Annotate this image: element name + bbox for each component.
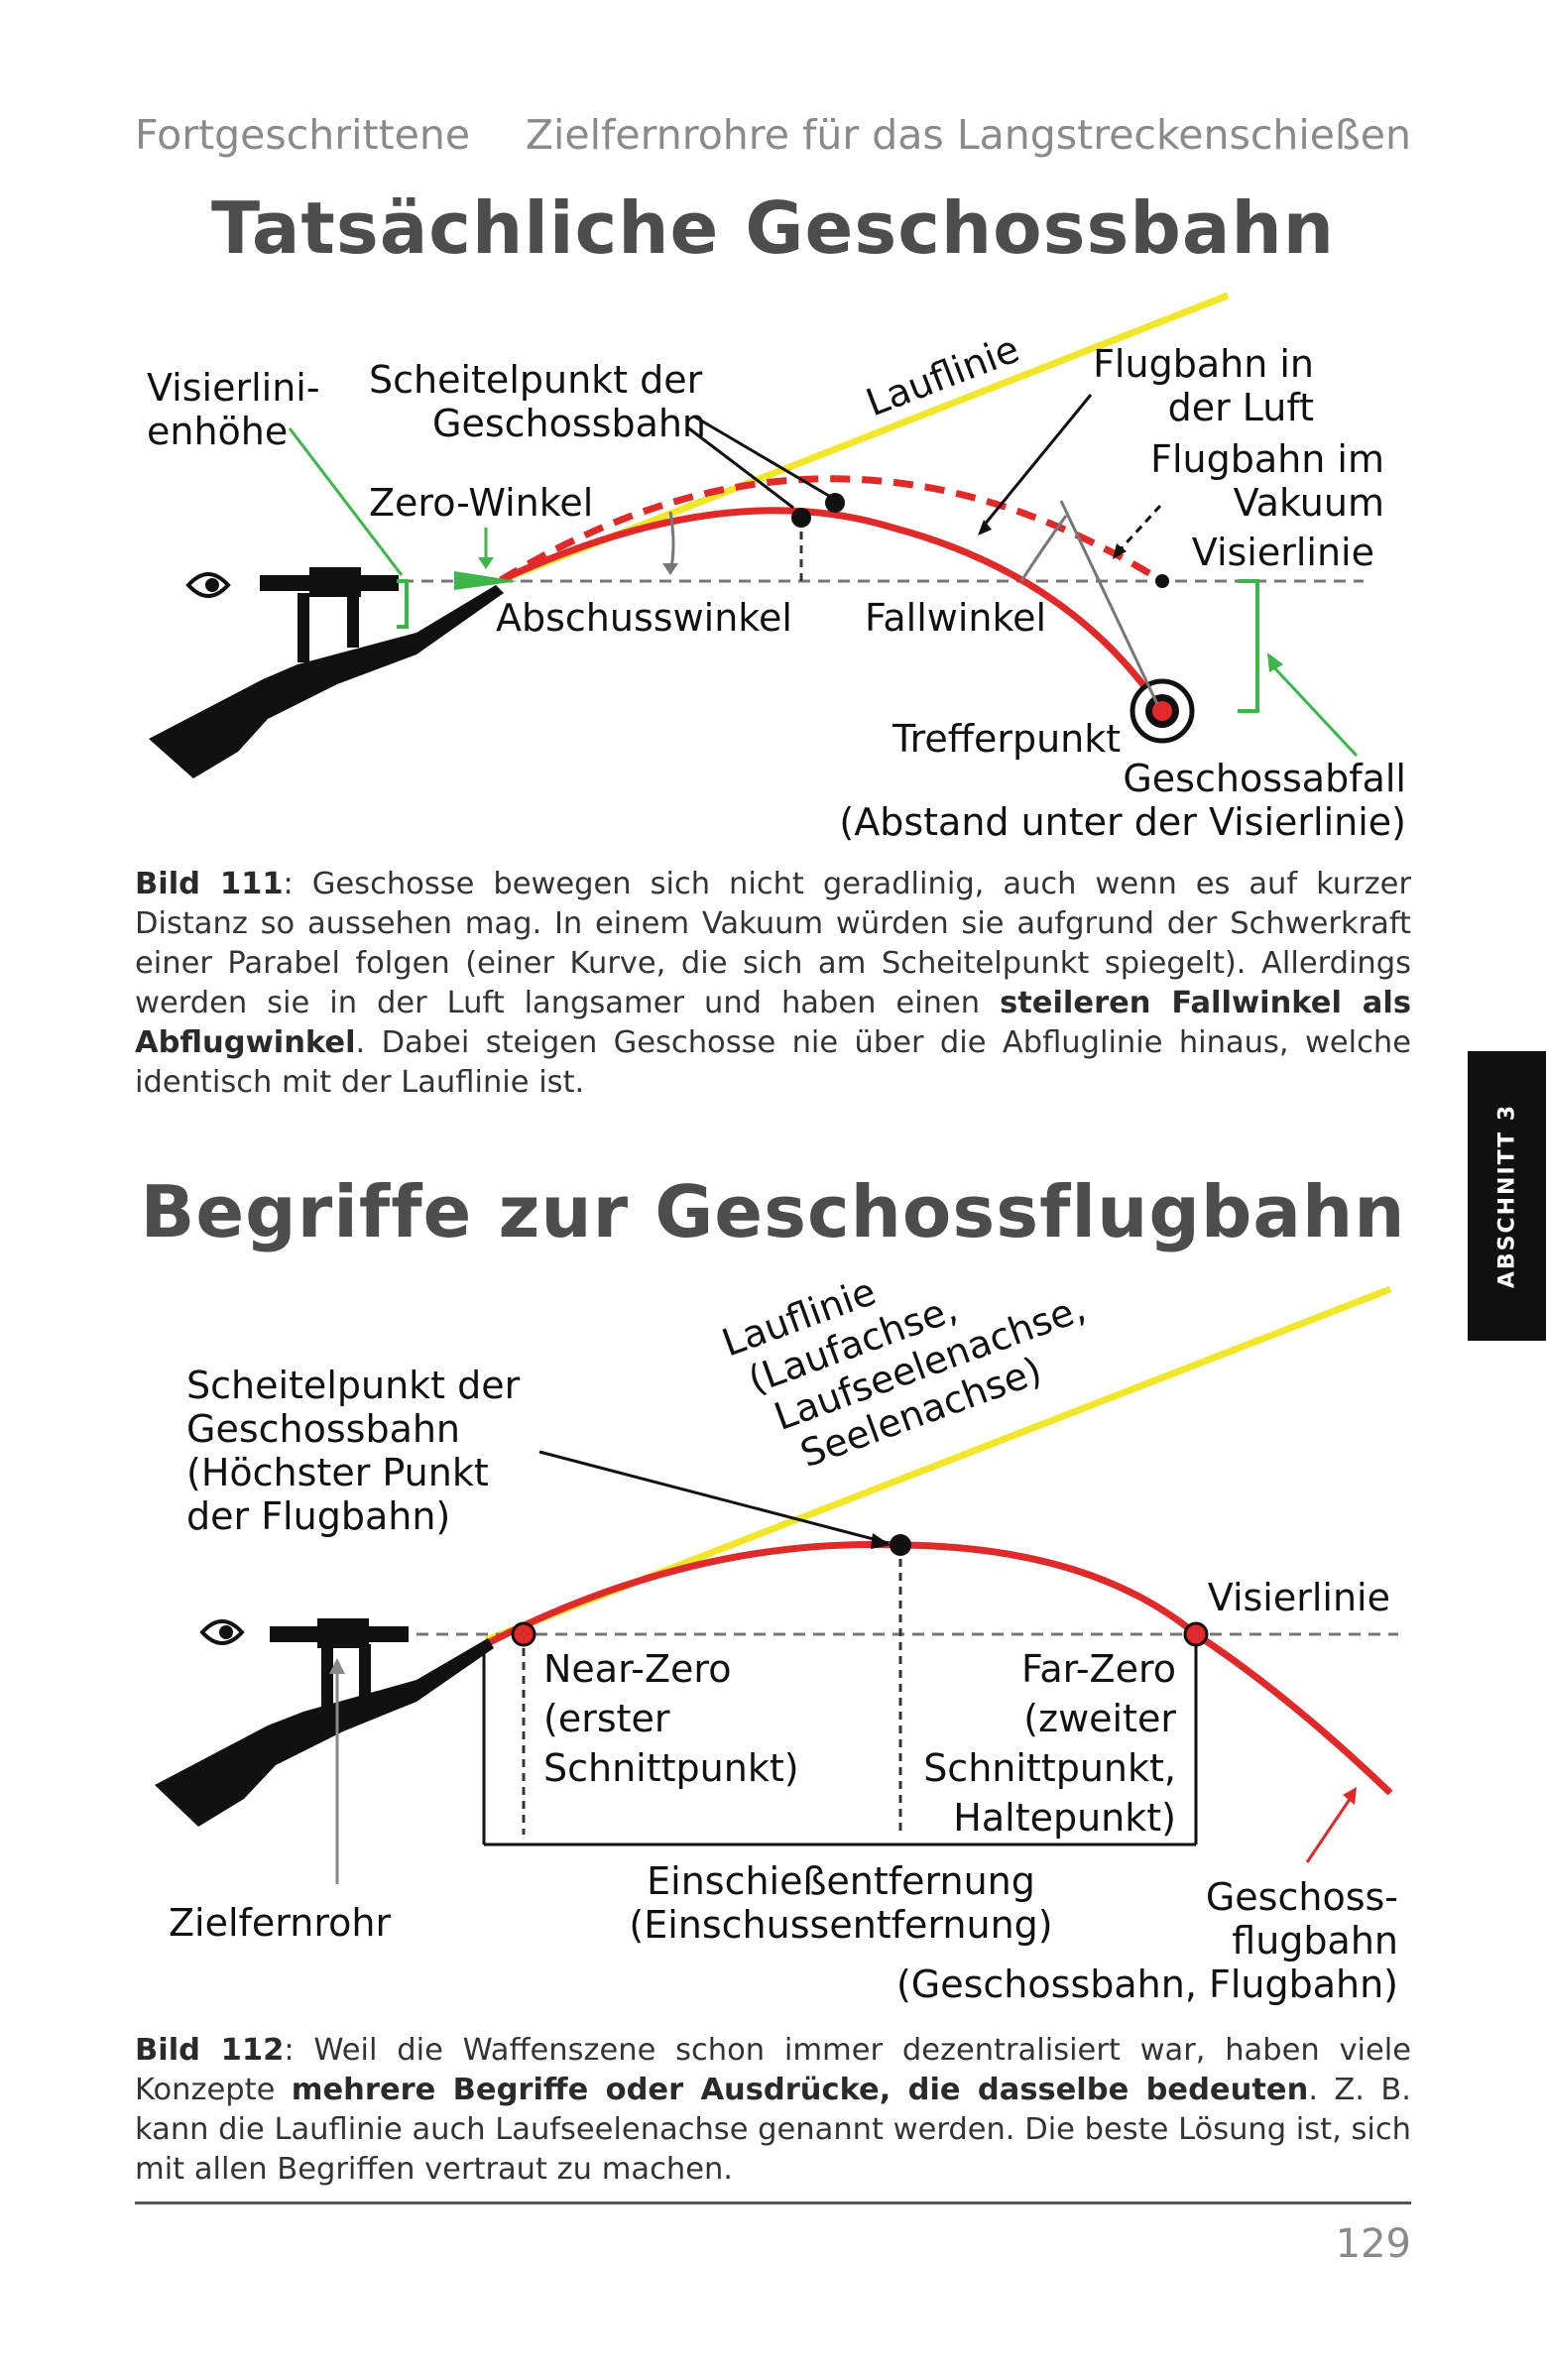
rifle-icon <box>149 567 504 778</box>
figure-1-title: Tatsächliche Geschossbahn <box>211 186 1335 270</box>
label2-scope: Zielfernrohr <box>169 1901 391 1945</box>
zeroing-bracket <box>482 1646 1198 1846</box>
label2-trajectory-3: (Geschossbahn, Flugbahn) <box>896 1963 1398 2006</box>
label-vacuum-2: Vakuum <box>1234 481 1384 525</box>
section-tab: ABSCHNITT 3 <box>1468 1051 1546 1341</box>
label-line-of-sight: Visierlinie <box>1192 531 1374 574</box>
apex-point-vacuum <box>825 493 845 513</box>
vacuum-end-point <box>1155 574 1169 588</box>
label2-far-4: Haltepunkt) <box>953 1796 1176 1840</box>
label-drop-1: Geschossabfall <box>1123 757 1406 800</box>
caption-1-label: Bild 111 <box>135 867 284 901</box>
label2-apex-4: der Flugbahn) <box>186 1494 450 1538</box>
label2-near-2: (erster <box>543 1697 670 1740</box>
caption-2-bold: mehrere Begriffe oder Ausdrücke, die das… <box>291 2073 1309 2107</box>
label2-far-1: Far-Zero <box>1021 1647 1176 1691</box>
figure-1-diagram: Visierlini- enhöhe Scheitelpunkt der Ges… <box>147 292 1406 844</box>
label-air-2: der Luft <box>1168 386 1314 429</box>
label-air-1: Flugbahn in <box>1093 342 1314 386</box>
label2-zeroing-2: (Einschussentfernung) <box>629 1903 1052 1947</box>
label2-line-of-sight: Visierlinie <box>1208 1576 1390 1619</box>
label2-zeroing-1: Einschießentfernung <box>647 1859 1035 1903</box>
label-apex-1: Scheitelpunkt der <box>369 358 703 402</box>
apex-point-air <box>791 508 811 528</box>
label-sight-height-2: enhöhe <box>147 410 288 453</box>
vacuum-trajectory <box>499 475 1164 584</box>
header-chapter: Zielfernrohre für das Langstreckenschieß… <box>525 111 1411 159</box>
caption-2-text-a: : Weil die Waffenszene schon immer dezen… <box>135 2033 1411 2107</box>
figure-1-caption: Bild 111: Geschosse bewegen sich nicht g… <box>135 865 1411 1103</box>
bullet-trajectory <box>484 1541 1393 1796</box>
fall-angle-lines <box>1059 500 1159 705</box>
apex-point-2 <box>890 1534 911 1556</box>
label2-near-3: Schnittpunkt) <box>543 1746 799 1790</box>
label-fall-angle: Fallwinkel <box>865 596 1046 640</box>
label2-far-2: (zweiter <box>1023 1697 1176 1740</box>
caption-1-text-a: : Geschosse bewegen sich nicht geradlini… <box>135 867 1411 1020</box>
footer-rule <box>135 2202 1411 2204</box>
label-launch-angle: Abschusswinkel <box>496 596 792 640</box>
drop-bracket <box>1238 579 1259 713</box>
air-trajectory <box>499 507 1165 713</box>
rifle-icon-2 <box>155 1618 494 1827</box>
figure-2-diagram: Scheitelpunkt der Geschossbahn (Höchster… <box>155 1269 1398 2006</box>
far-zero-point <box>1183 1621 1209 1647</box>
header-section: Fortgeschrittene <box>135 111 471 159</box>
caption-1-text-b: . Dabei steigen Geschosse nie über die A… <box>135 1025 1411 1100</box>
sight-height-pointer <box>288 427 404 576</box>
caption-2-label: Bild 112 <box>135 2033 285 2068</box>
label-zero-angle: Zero-Winkel <box>369 481 593 525</box>
label-drop-2: (Abstand unter der Visierlinie) <box>839 800 1406 844</box>
near-zero-point <box>511 1621 536 1647</box>
figure-2-title: Begriffe zur Geschossflugbahn <box>140 1170 1406 1253</box>
label-sight-height-1: Visierlini- <box>147 366 320 410</box>
label2-apex-1: Scheitelpunkt der <box>186 1364 521 1407</box>
page-number: 129 <box>1335 2221 1411 2267</box>
label2-trajectory-2: flugbahn <box>1232 1919 1398 1963</box>
zero-angle-wedge <box>454 571 518 590</box>
trajectory-pointer <box>1305 1794 1355 1863</box>
caption-2-text-b: . Z. B. kann die Lauflinie auch Laufseel… <box>135 2073 1411 2187</box>
caption-1-bold: steileren Fallwinkel als Abflugwinkel <box>135 986 1411 1060</box>
eye-icon-2 <box>199 1619 245 1645</box>
target-icon <box>1130 678 1195 744</box>
label-impact: Trefferpunkt <box>892 717 1121 761</box>
drop-pointer <box>1269 662 1359 758</box>
label2-near-1: Near-Zero <box>543 1647 731 1691</box>
sight-height-bracket <box>397 579 409 629</box>
label2-trajectory-1: Geschoss- <box>1206 1875 1398 1919</box>
label2-far-3: Schnittpunkt, <box>923 1746 1176 1790</box>
label-vacuum-1: Flugbahn im <box>1150 437 1384 481</box>
label2-apex-2: Geschossbahn <box>186 1407 460 1451</box>
running-header: Fortgeschrittene Zielfernrohre für das L… <box>135 111 1411 171</box>
figure-2-caption: Bild 112: Weil die Waffenszene schon imm… <box>135 2031 1411 2190</box>
label-apex-2: Geschossbahn <box>432 402 706 445</box>
eye-icon <box>185 572 231 598</box>
label2-apex-3: (Höchster Punkt <box>186 1451 489 1494</box>
